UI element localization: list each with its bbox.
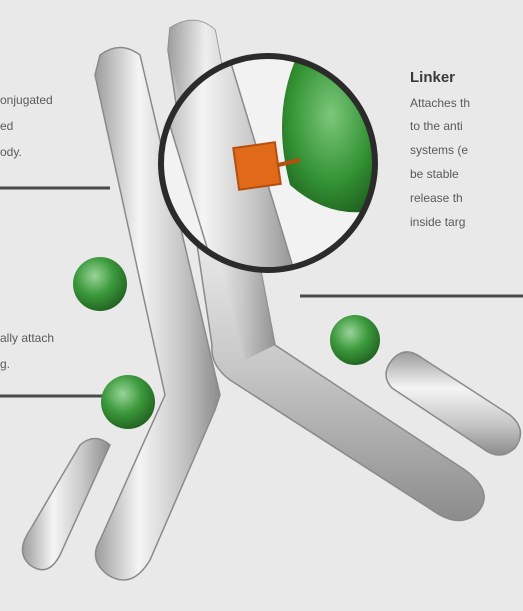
left-mid-label: ally attach g.	[0, 331, 54, 371]
linker-line-5: release th	[410, 191, 463, 205]
linker-line-1: Attaches th	[410, 96, 470, 110]
linker-label: Linker Attaches th to the anti systems (…	[410, 69, 470, 229]
linker-line-2: to the anti	[410, 119, 463, 133]
left-top-line-2: ed	[0, 119, 13, 133]
linker-title: Linker	[410, 69, 455, 86]
left-mid-line-1: ally attach	[0, 331, 54, 345]
linker-block	[233, 142, 280, 189]
linker-line-6: inside targ	[410, 215, 465, 229]
left-top-line-3: ody.	[0, 145, 22, 159]
linker-line-3: systems (e	[410, 143, 468, 157]
left-top-label: onjugated ed ody.	[0, 93, 53, 159]
linker-line-4: be stable	[410, 167, 459, 181]
left-top-line-1: onjugated	[0, 93, 53, 107]
payload-sphere-left-lower	[101, 375, 155, 429]
payload-sphere-right	[330, 315, 380, 365]
payload-sphere-left-upper	[73, 257, 127, 311]
left-mid-line-2: g.	[0, 357, 10, 371]
